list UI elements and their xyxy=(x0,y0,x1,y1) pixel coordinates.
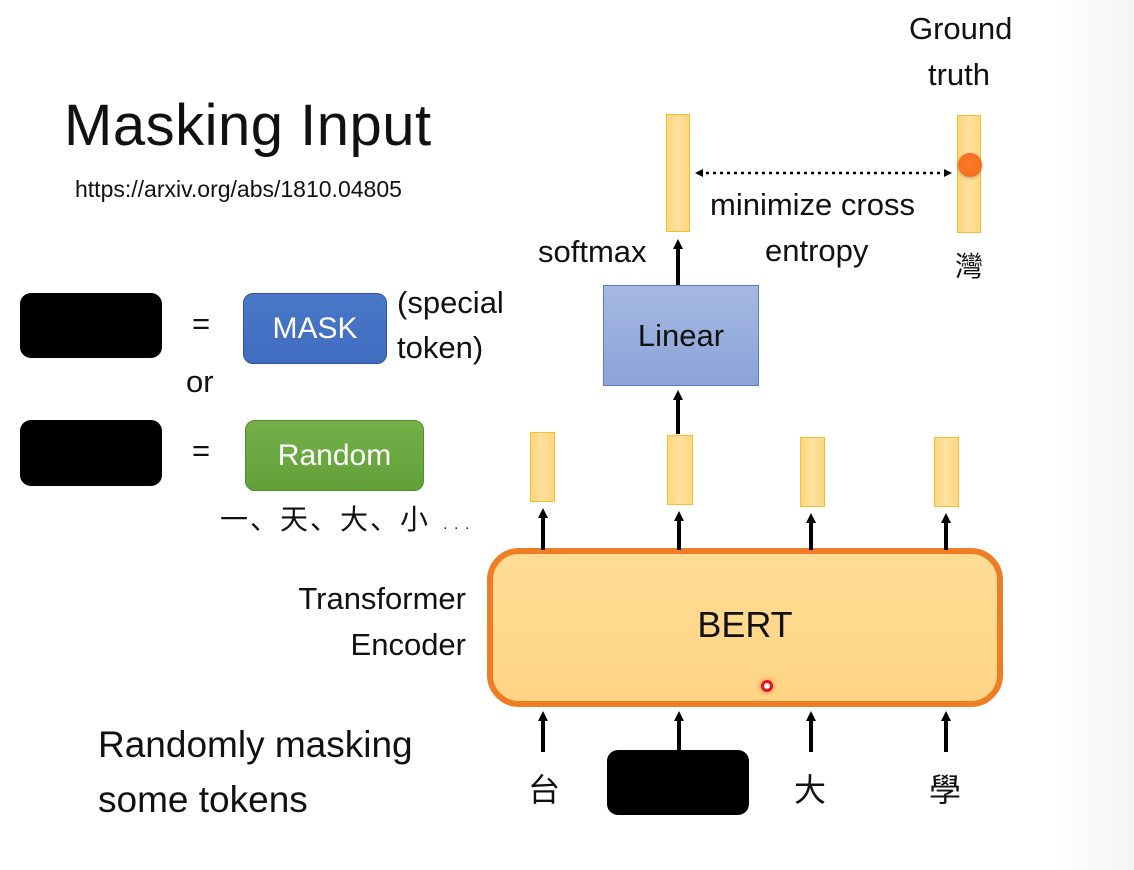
linear-label: Linear xyxy=(637,317,725,353)
ground-truth-label-line1: Ground xyxy=(909,11,1013,46)
loss-label-line1: minimize cross xyxy=(710,187,915,222)
mask-token-box: MASK xyxy=(243,293,387,364)
bert-encoder-box: BERT xyxy=(487,548,1003,707)
random-token-box: Random xyxy=(245,420,424,491)
bert-output-vector xyxy=(800,437,825,507)
output-distribution-vector xyxy=(666,114,690,232)
random-token-label: Random xyxy=(277,438,392,472)
mask-token-label: MASK xyxy=(272,311,358,345)
random-examples: 一、天、大、小 ... xyxy=(220,503,474,536)
caption-line2: some tokens xyxy=(98,779,308,820)
ground-truth-label-line2: truth xyxy=(928,57,991,92)
encoder-label-line2: Encoder xyxy=(350,627,466,662)
equals-sign: = xyxy=(192,433,211,468)
bert-output-vector xyxy=(530,432,555,502)
mask-note-line1: (special xyxy=(397,285,504,320)
loss-label-line2: entropy xyxy=(765,233,869,268)
linear-layer-box: Linear xyxy=(603,285,759,386)
input-token: 大 xyxy=(794,771,827,809)
paper-link[interactable]: https://arxiv.org/abs/1810.04805 xyxy=(75,176,402,202)
bert-output-vector xyxy=(667,435,693,505)
caption-line1: Randomly masking xyxy=(98,724,413,765)
slide-title: Masking Input xyxy=(64,93,432,158)
softmax-label: softmax xyxy=(538,234,647,269)
input-token: 台 xyxy=(528,771,561,809)
ground-truth-one-hot-dot xyxy=(958,153,982,177)
masked-token-box xyxy=(20,293,162,358)
equals-sign: = xyxy=(192,306,211,341)
ground-truth-char: 灣 xyxy=(955,250,984,283)
encoder-label-line1: Transformer xyxy=(298,581,466,616)
laser-pointer-dot xyxy=(761,680,773,692)
or-label: or xyxy=(186,364,214,399)
mask-note-line2: token) xyxy=(397,330,484,365)
input-token: 學 xyxy=(929,771,962,809)
masked-input-token xyxy=(607,750,749,815)
bert-output-vector xyxy=(934,437,959,507)
masked-token-box xyxy=(20,420,162,486)
bert-label: BERT xyxy=(697,603,793,645)
